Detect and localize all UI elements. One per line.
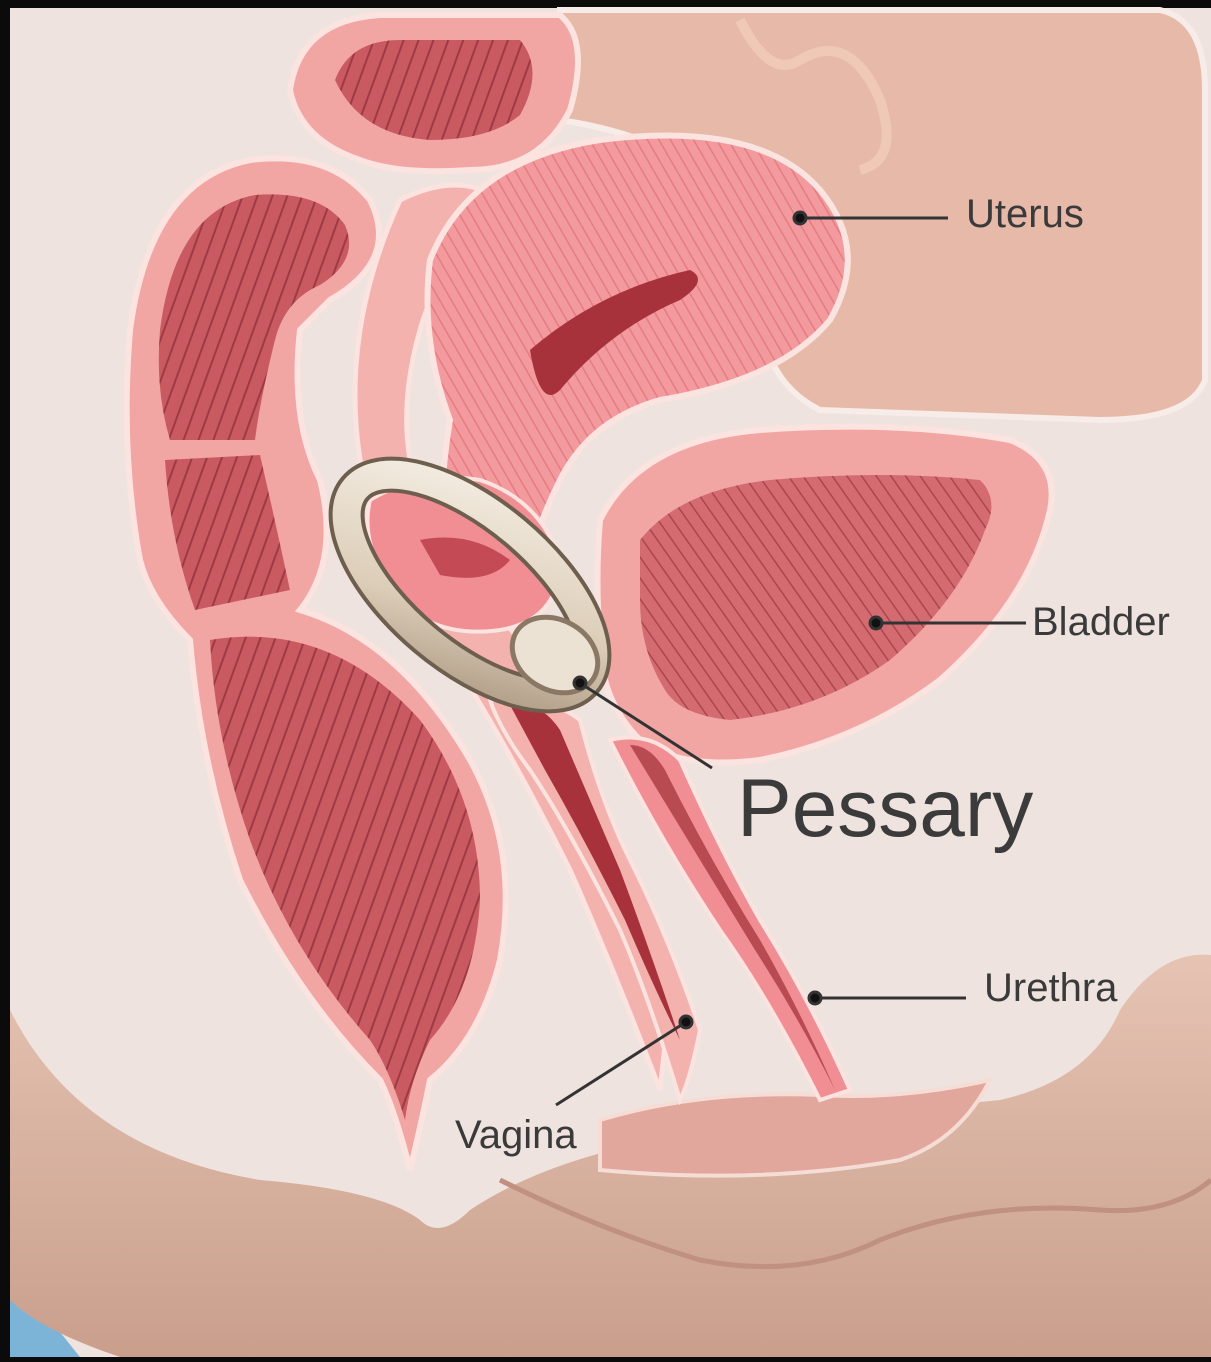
label-pessary: Pessary <box>737 762 1033 856</box>
leader-urethra-dot <box>809 992 821 1004</box>
label-uterus: Uterus <box>966 192 1084 237</box>
label-urethra: Urethra <box>984 966 1117 1011</box>
leader-uterus-dot <box>794 212 806 224</box>
leader-pessary-dot <box>574 677 586 689</box>
leader-bladder-dot <box>870 617 882 629</box>
left-frame-edge <box>0 0 10 1357</box>
label-vagina: Vagina <box>455 1113 577 1158</box>
top-frame-edge <box>0 0 1211 8</box>
label-bladder: Bladder <box>1032 600 1170 645</box>
leader-vagina-dot <box>680 1016 692 1028</box>
